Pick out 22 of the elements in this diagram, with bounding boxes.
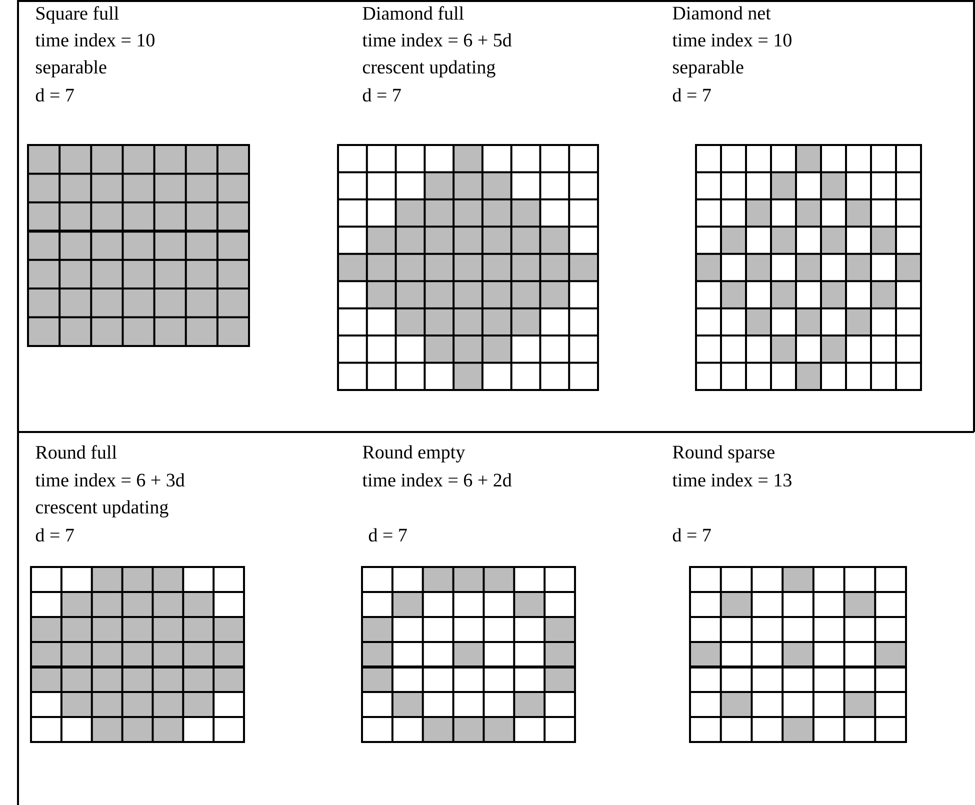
panel-label: d = 7 xyxy=(368,528,407,542)
panel-label: time index = 13 xyxy=(672,473,792,487)
panel-label: time index = 10 xyxy=(672,33,792,47)
panel-label: Diamond net xyxy=(672,6,771,20)
panel-label: d = 7 xyxy=(672,88,711,102)
panel-label: d = 7 xyxy=(36,88,74,102)
panel-label: Square full xyxy=(36,6,119,24)
panel-label: Diamond full xyxy=(362,6,464,20)
panel-label: Round full xyxy=(36,445,117,459)
panel-label: time index = 6 + 5d xyxy=(362,33,512,47)
panel-label: d = 7 xyxy=(362,88,401,102)
panel-label: time index = 6 + 2d xyxy=(362,473,512,487)
panel-label: time index = 10 xyxy=(35,33,154,47)
panel-label: d = 7 xyxy=(672,528,711,542)
panel-label: time index = 6 + 3d xyxy=(35,473,185,487)
panel-label: separable xyxy=(36,60,106,78)
panel-label: separable xyxy=(673,60,744,78)
panel-label: crescent updating xyxy=(36,500,168,518)
panel-label: d = 7 xyxy=(36,528,74,542)
panel-label: Round sparse xyxy=(672,445,774,462)
panel-label: crescent updating xyxy=(362,60,496,78)
panel-label: Round empty xyxy=(362,445,466,462)
